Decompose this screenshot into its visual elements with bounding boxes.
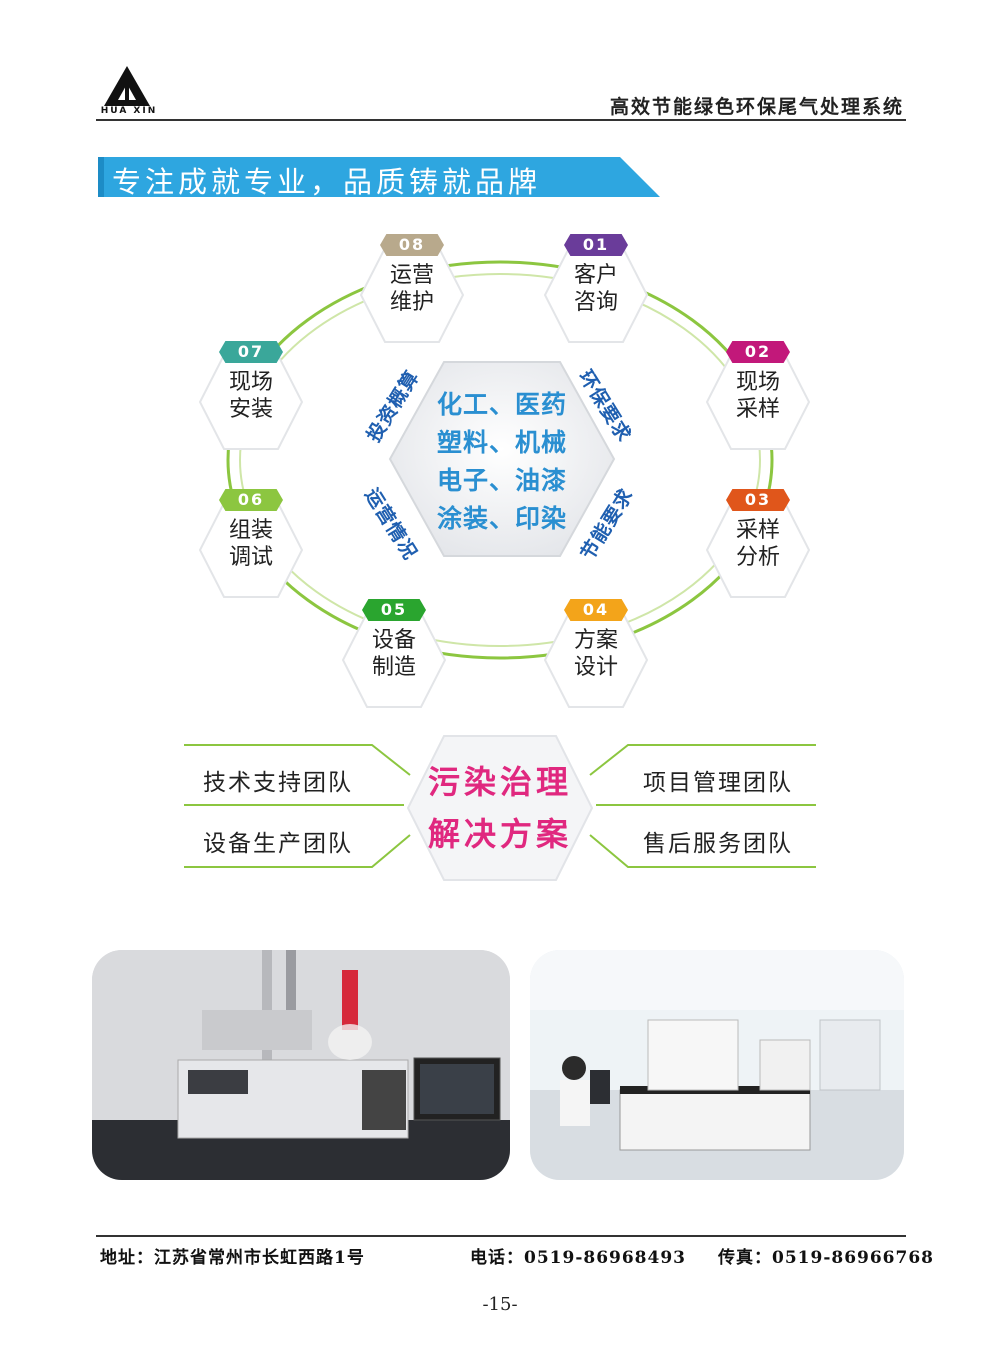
step-badge: 02 bbox=[726, 341, 790, 363]
step-label: 现场安装 bbox=[228, 370, 273, 422]
step-label: 方案设计 bbox=[573, 628, 618, 680]
step-label: 设备制造 bbox=[371, 628, 416, 680]
step-badge: 06 bbox=[219, 489, 283, 511]
industries-hexagon bbox=[388, 361, 616, 557]
lab-instrument-illustration bbox=[92, 950, 510, 1180]
step-badge: 08 bbox=[380, 234, 444, 256]
logo-text: HUA XIN bbox=[100, 106, 158, 116]
document-title: 高效节能绿色环保尾气处理系统 bbox=[609, 96, 904, 118]
step-06-commissioning: 06 组装调试 bbox=[196, 489, 306, 605]
industries-line-1: 化工、医药 bbox=[436, 390, 567, 419]
laboratory-illustration bbox=[530, 950, 904, 1180]
team-tech-support: 技术支持团队 bbox=[203, 770, 353, 796]
solution-line-2: 解决方案 bbox=[427, 815, 572, 853]
step-04-design: 04 方案设计 bbox=[541, 599, 651, 715]
solution-title: 污染治理 解决方案 bbox=[404, 756, 596, 860]
footer-fax: 传真：0519-86966768 bbox=[718, 1248, 934, 1268]
slogan-banner bbox=[98, 157, 660, 197]
step-badge: 03 bbox=[726, 489, 790, 511]
step-label: 现场采样 bbox=[735, 370, 780, 422]
service-ring bbox=[226, 260, 774, 660]
lab-instrument-photo bbox=[92, 950, 510, 1180]
footer-address: 地址：江苏省常州市长虹西路1号 bbox=[100, 1248, 365, 1268]
step-03-analysis: 03 采样分析 bbox=[703, 489, 813, 605]
step-label: 采样分析 bbox=[735, 518, 780, 570]
page-number: -15- bbox=[482, 1294, 518, 1315]
industries-line-2: 塑料、机械 bbox=[436, 428, 567, 457]
solution-line-1: 污染治理 bbox=[427, 763, 572, 801]
step-badge: 05 bbox=[362, 599, 426, 621]
header-divider bbox=[96, 119, 906, 121]
team-project-management: 项目管理团队 bbox=[643, 770, 793, 796]
step-label: 组装调试 bbox=[228, 518, 273, 570]
industries-line-3: 电子、油漆 bbox=[436, 466, 567, 495]
laboratory-photo bbox=[530, 950, 904, 1180]
team-after-sales: 售后服务团队 bbox=[643, 831, 793, 857]
hua-xin-logo-icon bbox=[104, 66, 150, 106]
step-badge: 01 bbox=[564, 234, 628, 256]
step-label: 客户咨询 bbox=[573, 263, 618, 315]
team-equipment-production: 设备生产团队 bbox=[203, 831, 353, 857]
step-08-operation: 08 运营维护 bbox=[357, 234, 467, 350]
teams-lines bbox=[184, 744, 816, 868]
step-01-consult: 01 客户咨询 bbox=[541, 234, 651, 350]
footer-phone: 电话：0519-86968493 bbox=[470, 1248, 686, 1268]
step-badge: 04 bbox=[564, 599, 628, 621]
step-02-sampling: 02 现场采样 bbox=[703, 341, 813, 457]
step-badge: 07 bbox=[219, 341, 283, 363]
step-label: 运营维护 bbox=[389, 263, 434, 315]
footer-divider bbox=[96, 1235, 906, 1237]
step-05-manufacture: 05 设备制造 bbox=[339, 599, 449, 715]
slogan-text: 专注成就专业，品质铸就品牌 bbox=[112, 165, 542, 199]
industries-line-4: 涂装、印染 bbox=[436, 504, 567, 533]
step-07-installation: 07 现场安装 bbox=[196, 341, 306, 457]
industries-list: 化工、医药 塑料、机械 电子、油漆 涂装、印染 bbox=[400, 386, 604, 538]
solution-hexagon bbox=[406, 735, 594, 881]
